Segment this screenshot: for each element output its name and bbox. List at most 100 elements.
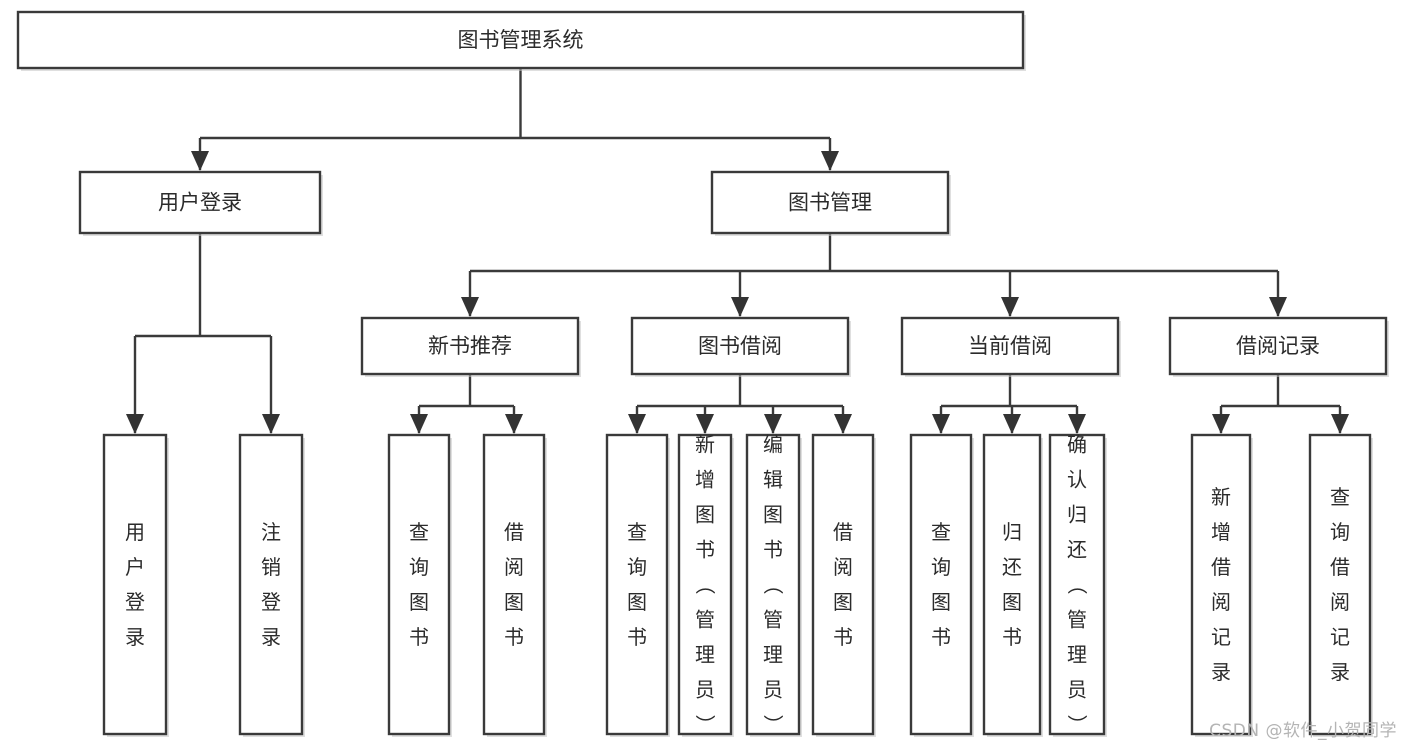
node-label-char: 询	[931, 555, 951, 579]
node-box[interactable]	[900, 316, 1120, 376]
connector-arrowhead	[262, 414, 280, 434]
node-label-char: 书	[1002, 625, 1022, 649]
node-label-char: 图	[833, 590, 853, 614]
node-box[interactable]	[1048, 433, 1106, 736]
node-label-char: 借	[504, 520, 524, 544]
node-label-char: ）	[693, 715, 717, 735]
node-label-char: 录	[261, 625, 281, 649]
node-label-char: ）	[1065, 715, 1089, 735]
connector-arrowhead	[932, 414, 950, 434]
node-label-char: 编	[763, 433, 783, 457]
node-label-char: 图	[504, 590, 524, 614]
node-label-char: 图	[1002, 590, 1022, 614]
node-label: 新书推荐	[428, 334, 512, 358]
node-box[interactable]	[811, 433, 875, 736]
node-label-char: 录	[1211, 660, 1231, 684]
node-box[interactable]	[982, 433, 1042, 736]
connector-arrowhead	[1269, 297, 1287, 317]
node-book-borrow[interactable]: 图书借阅	[630, 316, 851, 377]
connector-arrowhead	[1001, 297, 1019, 317]
node-label-char: 询	[627, 555, 647, 579]
connector-arrowhead	[505, 414, 523, 434]
node-label-char: 记	[1211, 625, 1231, 649]
node-user-login-do[interactable]: 用户登录	[102, 433, 169, 737]
node-box[interactable]	[605, 433, 669, 736]
node-current-borrow[interactable]: 当前借阅	[900, 316, 1121, 377]
node-label-char: 书	[504, 625, 524, 649]
node-box[interactable]	[16, 10, 1025, 70]
node-box[interactable]	[745, 433, 801, 736]
node-root[interactable]: 图书管理系统	[16, 10, 1026, 71]
node-label: 图书管理	[788, 191, 872, 215]
connector-arrowhead	[628, 414, 646, 434]
connector-arrowhead	[731, 297, 749, 317]
node-box[interactable]	[1308, 433, 1372, 736]
node-label-char: 确	[1067, 433, 1087, 457]
node-label-char: 员	[1067, 678, 1087, 702]
node-label-char: 还	[1002, 555, 1022, 579]
node-label-char: 员	[763, 678, 783, 702]
connector-arrowhead	[1003, 414, 1021, 434]
node-label-char: 录	[125, 625, 145, 649]
connector-arrowhead	[191, 151, 209, 171]
connector-arrowhead	[764, 414, 782, 434]
node-label-char: 增	[695, 468, 715, 492]
node-label-char: 管	[1067, 608, 1087, 632]
node-label-char: 新	[695, 433, 715, 457]
node-label: 当前借阅	[968, 334, 1052, 358]
nodes-layer: 图书管理系统用户登录用户登录注销登录图书管理新书推荐查询图书借阅图书图书借阅查询…	[16, 10, 1389, 738]
connector-arrowhead	[834, 414, 852, 434]
node-label-char: 销	[261, 555, 281, 579]
node-user-login[interactable]: 用户登录	[78, 170, 323, 236]
node-box[interactable]	[102, 433, 168, 736]
edges-layer	[126, 68, 1349, 434]
node-borrow-records[interactable]: 借阅记录	[1168, 316, 1389, 377]
node-box[interactable]	[677, 433, 733, 736]
node-box[interactable]	[482, 433, 546, 736]
connector-arrowhead	[126, 414, 144, 434]
node-label-char: ）	[761, 715, 785, 735]
node-label-char: （	[761, 575, 785, 595]
node-new-book-recommend[interactable]: 新书推荐	[360, 316, 581, 377]
node-label-char: 理	[763, 643, 783, 667]
node-label-char: （	[1065, 575, 1089, 595]
node-label-char: 登	[125, 590, 145, 614]
node-label-char: 借	[1330, 555, 1350, 579]
node-box[interactable]	[78, 170, 322, 235]
node-box[interactable]	[360, 316, 580, 376]
node-box[interactable]	[1168, 316, 1388, 376]
node-box[interactable]	[1190, 433, 1252, 736]
node-label-char: 归	[1067, 503, 1087, 527]
node-box[interactable]	[710, 170, 950, 235]
node-box[interactable]	[387, 433, 451, 736]
node-label-char: 阅	[1211, 590, 1231, 614]
node-label-char: 户	[125, 555, 145, 579]
node-box[interactable]	[238, 433, 304, 736]
node-label: 图书借阅	[698, 334, 782, 358]
node-label-char: 新	[1211, 485, 1231, 509]
node-box[interactable]	[909, 433, 973, 736]
node-label: 用户登录	[158, 191, 242, 215]
connector-arrowhead	[1331, 414, 1349, 434]
node-label-char: 图	[763, 503, 783, 527]
node-book-management[interactable]: 图书管理	[710, 170, 951, 236]
node-label-char: 理	[1067, 643, 1087, 667]
node-box[interactable]	[630, 316, 850, 376]
node-label-char: 查	[627, 520, 647, 544]
node-label-char: 查	[931, 520, 951, 544]
node-label-char: 图	[695, 503, 715, 527]
connector-arrowhead	[1068, 414, 1086, 434]
